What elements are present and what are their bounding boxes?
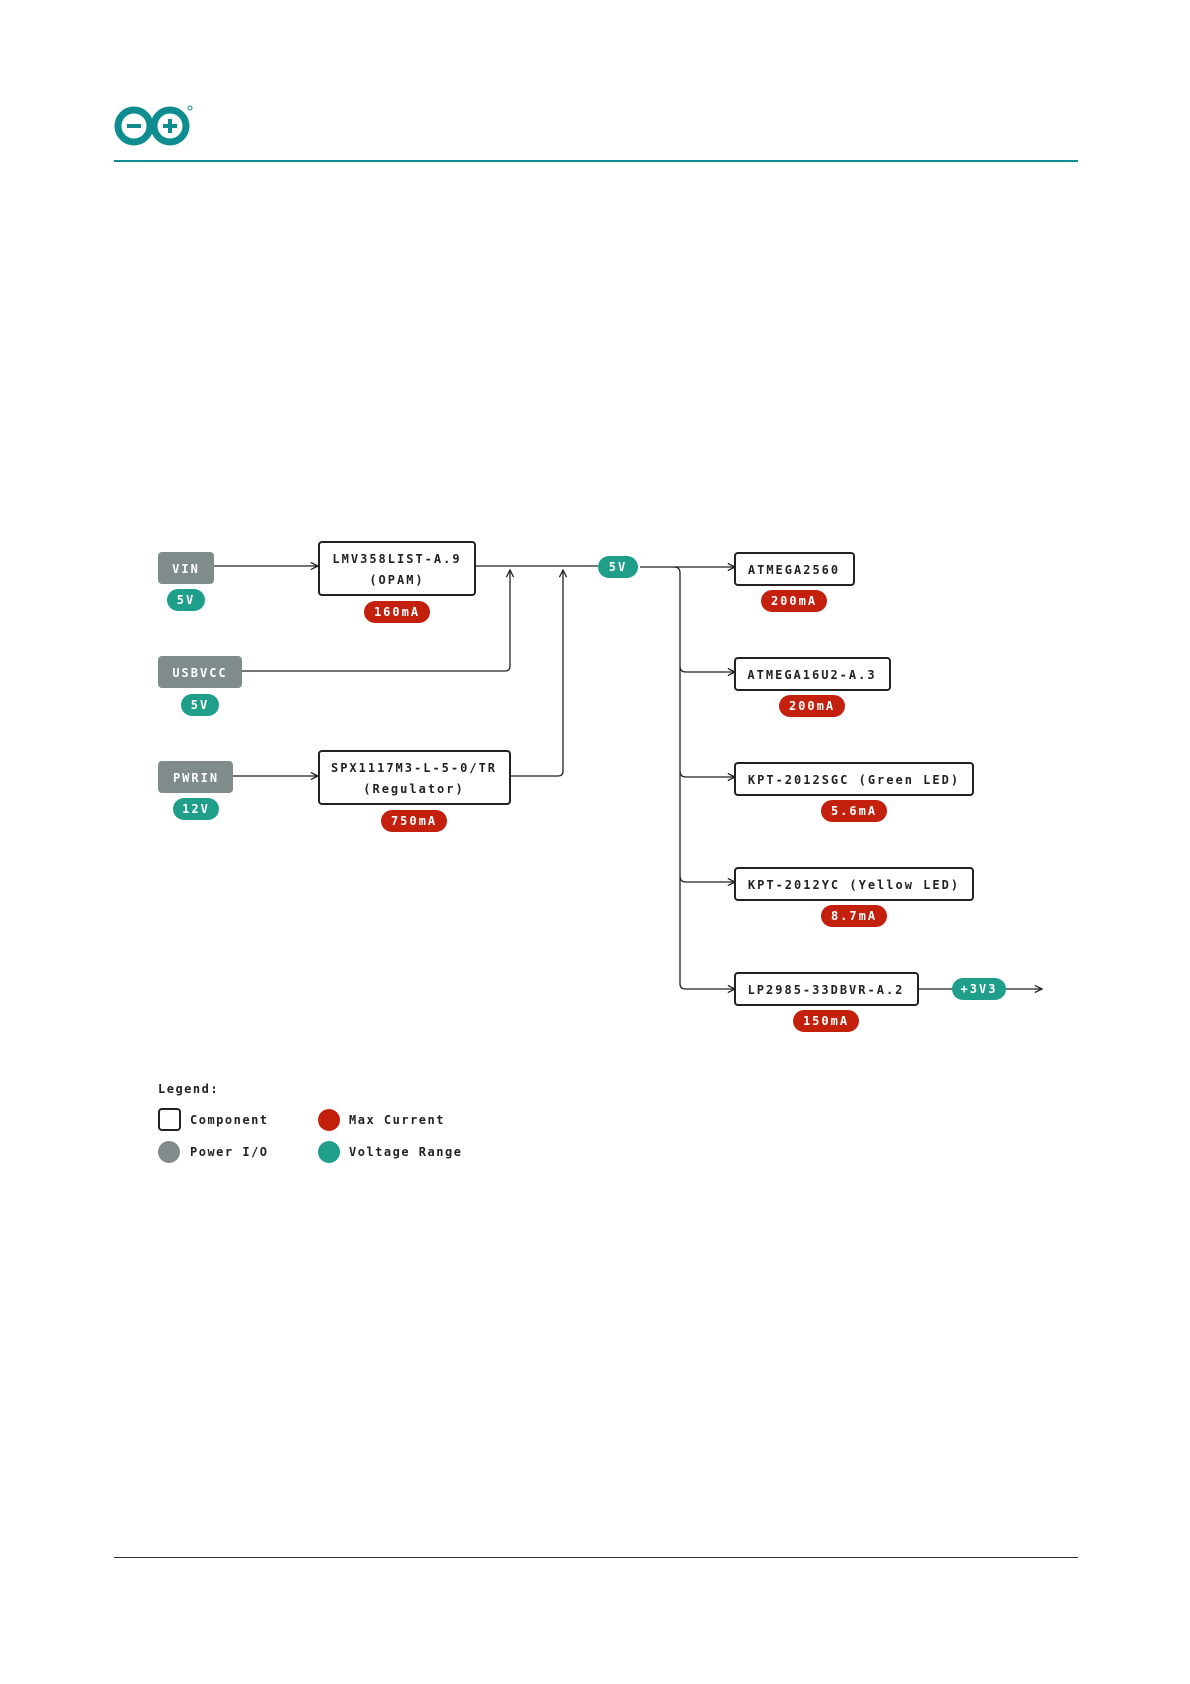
atmega16u2-label: ATMEGA16U2-A.3 — [747, 668, 876, 682]
power-input-pwrin: PWRIN 12V — [158, 761, 233, 820]
lp2985-current-badge: 150mA — [803, 1014, 849, 1028]
bus-voltage-label: 5V — [609, 560, 627, 574]
vin-label: VIN — [172, 562, 200, 576]
lp2985-label: LP2985-33DBVR-A.2 — [748, 983, 905, 997]
component-green-led: KPT-2012SGC (Green LED) 5.6mA — [735, 763, 973, 822]
atmega2560-current-badge: 200mA — [771, 594, 817, 608]
legend: Legend: Component Max Current Power I/O … — [158, 1082, 462, 1163]
legend-title: Legend: — [158, 1082, 219, 1096]
vin-voltage-badge: 5V — [177, 593, 195, 607]
bus-to-yellow-led-line — [680, 876, 735, 882]
legend-component-swatch — [159, 1109, 180, 1130]
output-voltage-label: +3V3 — [961, 982, 998, 996]
bus-to-atmega16u2-line — [680, 666, 735, 672]
legend-voltage-swatch — [318, 1141, 340, 1163]
legend-current-swatch — [318, 1109, 340, 1131]
footer-divider — [114, 1557, 1078, 1558]
component-lp2985: LP2985-33DBVR-A.2 150mA — [735, 973, 918, 1032]
opam-label-line2: (OPAM) — [369, 573, 424, 587]
legend-component-label: Component — [190, 1113, 269, 1127]
legend-power-io-label: Power I/O — [190, 1145, 269, 1159]
bus-to-green-led-line — [680, 771, 735, 777]
atmega2560-label: ATMEGA2560 — [748, 563, 840, 577]
legend-current-label: Max Current — [349, 1113, 445, 1127]
power-input-vin: VIN 5V — [158, 552, 214, 611]
legend-power-io-swatch — [158, 1141, 180, 1163]
output-voltage-badge: +3V3 — [952, 978, 1006, 1000]
component-atmega2560: ATMEGA2560 200mA — [735, 553, 854, 612]
bus-trunk-line — [640, 567, 686, 989]
component-opam: LMV358LIST-A.9 (OPAM) 160mA — [319, 542, 475, 623]
component-atmega16u2: ATMEGA16U2-A.3 200mA — [735, 658, 890, 717]
usbvcc-voltage-badge: 5V — [191, 698, 209, 712]
component-regulator: SPX1117M3-L-5-0/TR (Regulator) 750mA — [319, 751, 510, 832]
bus-voltage-badge: 5V — [598, 556, 638, 578]
yellow-led-current-badge: 8.7mA — [831, 909, 877, 923]
opam-label-line1: LMV358LIST-A.9 — [332, 552, 461, 566]
green-led-current-badge: 5.6mA — [831, 804, 877, 818]
regulator-current-badge: 750mA — [391, 814, 437, 828]
pwrin-label: PWRIN — [173, 771, 219, 785]
regulator-label-line2: (Regulator) — [363, 782, 464, 796]
component-yellow-led: KPT-2012YC (Yellow LED) 8.7mA — [735, 868, 973, 927]
opam-current-badge: 160mA — [374, 605, 420, 619]
regulator-to-bus-line — [511, 570, 563, 776]
atmega16u2-current-badge: 200mA — [789, 699, 835, 713]
regulator-label-line1: SPX1117M3-L-5-0/TR — [331, 761, 497, 775]
green-led-label: KPT-2012SGC (Green LED) — [748, 773, 960, 787]
yellow-led-label: KPT-2012YC (Yellow LED) — [748, 878, 960, 892]
legend-voltage-label: Voltage Range — [349, 1145, 462, 1159]
power-input-usbvcc: USBVCC 5V — [158, 656, 242, 716]
usbvcc-label: USBVCC — [172, 666, 227, 680]
pwrin-voltage-badge: 12V — [182, 802, 210, 816]
